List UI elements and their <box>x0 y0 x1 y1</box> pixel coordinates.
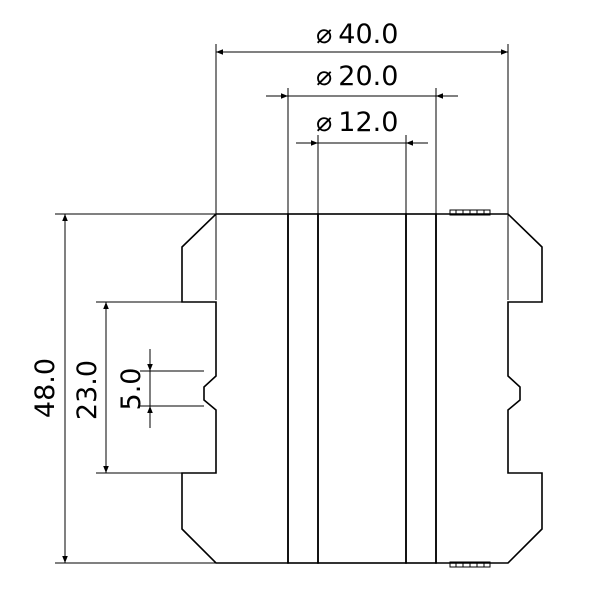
middle-diameter-value: 20.0 <box>338 61 398 92</box>
overall-height-value: 48.0 <box>30 358 61 418</box>
dim-middle-diameter: ⌀20.0 <box>266 61 458 214</box>
liner-right-section <box>405 213 437 564</box>
svg-text:⌀40.0: ⌀40.0 <box>316 19 398 50</box>
diameter-symbol: ⌀ <box>316 107 332 138</box>
bore <box>317 213 407 564</box>
dim-outer-diameter: ⌀40.0 <box>215 19 509 300</box>
inner-diameter-value: 12.0 <box>338 107 398 138</box>
dim-groove-width: 5.0 <box>116 349 204 428</box>
thread-marks <box>449 209 491 568</box>
svg-text:⌀20.0: ⌀20.0 <box>316 61 398 92</box>
dim-overall-height: 48.0 <box>30 213 216 564</box>
groove-width-value: 5.0 <box>116 368 147 411</box>
dim-groove-span: 23.0 <box>72 301 182 474</box>
diameter-symbol: ⌀ <box>316 19 332 50</box>
outer-sleeve-right-section <box>435 213 543 564</box>
diameter-symbol: ⌀ <box>316 61 332 92</box>
dim-inner-diameter: ⌀12.0 <box>296 107 428 214</box>
outer-sleeve-left-section <box>181 213 289 564</box>
outer-diameter-value: 40.0 <box>338 19 398 50</box>
svg-text:⌀12.0: ⌀12.0 <box>316 107 398 138</box>
liner-left-section <box>287 213 319 564</box>
groove-span-value: 23.0 <box>72 360 103 420</box>
